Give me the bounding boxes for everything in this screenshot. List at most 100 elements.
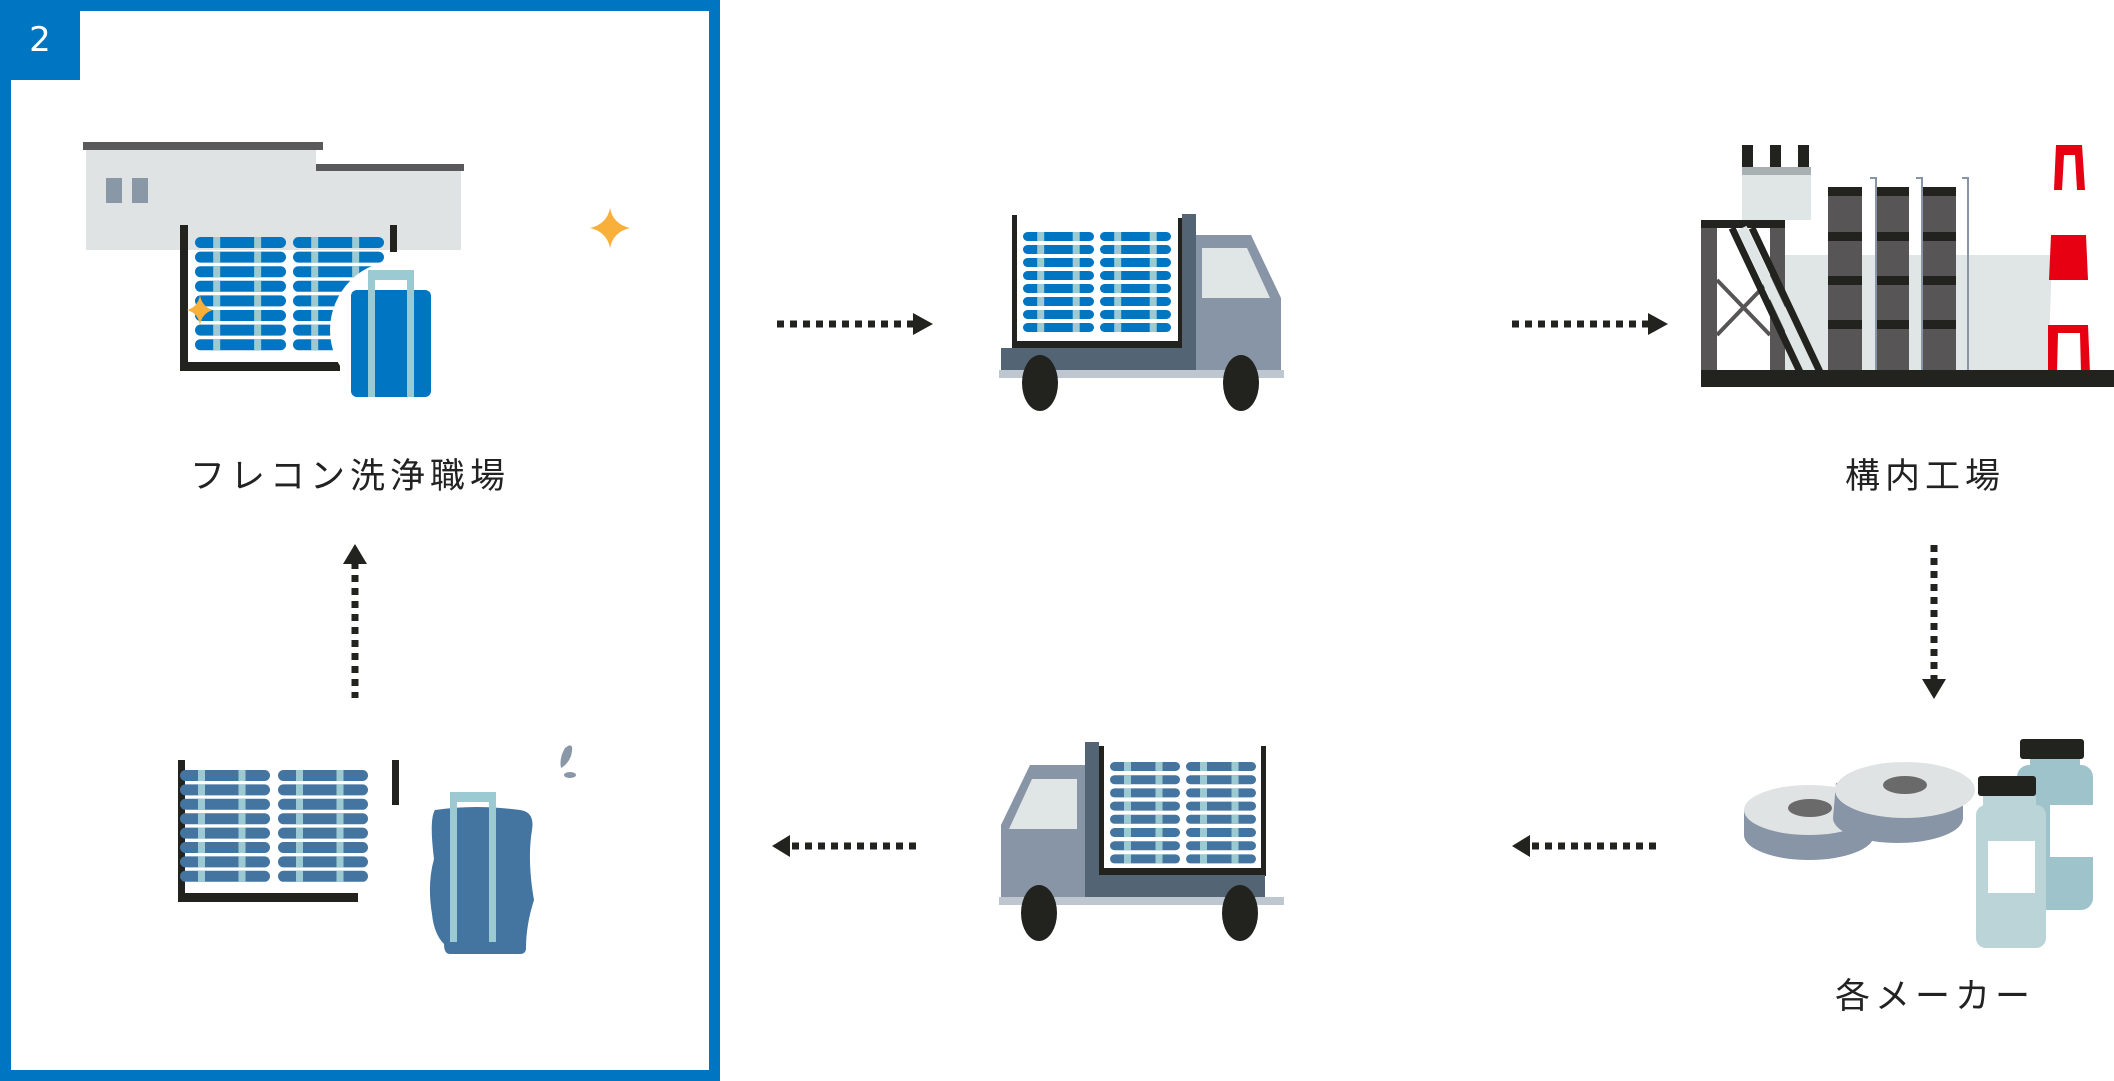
bag-strap: [1231, 841, 1239, 851]
bag-layer: [278, 798, 368, 810]
bag-strap: [254, 339, 262, 351]
bag-strap: [336, 784, 344, 796]
bag-strap: [238, 798, 246, 810]
arrow-right-icon: [777, 313, 933, 335]
bag-strap: [254, 266, 262, 278]
bag-strap: [1149, 284, 1157, 293]
bag-layer: [1023, 297, 1094, 306]
bag-strap: [311, 339, 319, 351]
bag-strap: [311, 266, 319, 278]
washing-site-label: フレコン洗浄職場: [190, 457, 511, 497]
step-frame: [0, 0, 720, 1081]
bag-strap: [213, 324, 221, 336]
bag-strap: [1114, 232, 1122, 241]
bag-strap: [1114, 297, 1122, 306]
bag-strap: [1072, 284, 1080, 293]
bag-strap: [198, 870, 205, 882]
bag-layer: [1023, 310, 1094, 319]
tank-band: [1875, 276, 1909, 285]
bag-strap: [336, 813, 344, 825]
bag-layer: [195, 295, 286, 307]
arrow-left-icon: [1512, 835, 1660, 857]
bag-layer: [293, 237, 384, 248]
bag-layer: [1023, 258, 1094, 267]
bag-strap: [1200, 801, 1207, 811]
building-icon: [83, 142, 464, 250]
bag-strap: [254, 310, 262, 321]
tank-band: [1922, 320, 1956, 329]
bag-layer: [1186, 841, 1256, 851]
step-badge: 2: [0, 0, 80, 80]
bag-strap: [1231, 828, 1239, 837]
bag-strap: [1231, 775, 1239, 785]
bag-strap: [1072, 310, 1080, 319]
bag-strap: [296, 856, 303, 868]
bag-strap: [198, 842, 205, 853]
bag-strap: [1072, 297, 1080, 306]
bag-strap: [296, 842, 303, 853]
bag-strap: [238, 870, 246, 882]
bag-layer: [278, 784, 368, 796]
bag-strap: [1200, 775, 1207, 785]
bag-strap: [336, 842, 344, 853]
bag-strap: [1037, 323, 1045, 332]
truck-with-clean-bags-icon: [999, 214, 1284, 411]
bag-layer: [180, 827, 270, 839]
bag-strap: [1231, 814, 1239, 824]
bag-strap: [336, 870, 344, 882]
arrow-down-icon: [1922, 545, 1946, 699]
bag-strap: [296, 798, 303, 810]
bag-layer: [180, 856, 270, 868]
bag-layer: [1186, 814, 1256, 824]
bag-strap: [238, 770, 246, 781]
bag-strap: [311, 237, 319, 248]
bag-strap: [254, 324, 262, 336]
bag-strap: [311, 324, 319, 336]
bag-strap: [213, 310, 221, 321]
bag-layer: [1023, 245, 1094, 254]
bag-strap: [1124, 841, 1131, 851]
bag-layer: [1110, 841, 1180, 851]
bag-strap: [213, 339, 221, 351]
bag-strap: [336, 770, 344, 781]
bag-layer: [1110, 762, 1180, 771]
bag-strap: [254, 237, 262, 248]
bag-layer: [278, 870, 368, 882]
bag-layer: [1100, 271, 1171, 280]
bag-strap: [213, 266, 221, 278]
bag-strap: [1149, 258, 1157, 267]
bag-strap: [238, 784, 246, 796]
bag-layer: [293, 251, 384, 263]
bag-strap: [1155, 828, 1163, 837]
bag-strap: [336, 827, 344, 839]
bag-strap: [198, 798, 205, 810]
bag-strap: [296, 870, 303, 882]
truck-with-used-bags-icon: [999, 742, 1284, 941]
bag-strap: [1149, 232, 1157, 241]
bag-layer: [1100, 323, 1171, 332]
bag-layer: [1023, 271, 1094, 280]
bag-layer: [278, 842, 368, 853]
bag-strap: [1200, 854, 1207, 864]
bag-layer: [1100, 258, 1171, 267]
makers-label: 各メーカー: [1835, 977, 2036, 1017]
bag-layer: [278, 770, 368, 781]
tank-band: [1875, 232, 1909, 241]
bag-strap: [1072, 271, 1080, 280]
bag-strap: [1149, 271, 1157, 280]
bag-layer: [1186, 788, 1256, 798]
arrow-up-icon: [343, 544, 367, 698]
bag-strap: [1037, 297, 1045, 306]
bag-strap: [1231, 801, 1239, 811]
bag-layer: [1023, 284, 1094, 293]
bag-strap: [254, 295, 262, 307]
bag-layer: [195, 339, 286, 351]
bag-strap: [1231, 762, 1239, 771]
bag-strap: [311, 280, 319, 292]
tank-band: [1875, 187, 1909, 196]
bag-layer: [1110, 814, 1180, 824]
bag-strap: [1124, 814, 1131, 824]
used-flexible-container-icon: [178, 745, 576, 958]
bag-layer: [180, 842, 270, 853]
bag-strap: [1149, 297, 1157, 306]
